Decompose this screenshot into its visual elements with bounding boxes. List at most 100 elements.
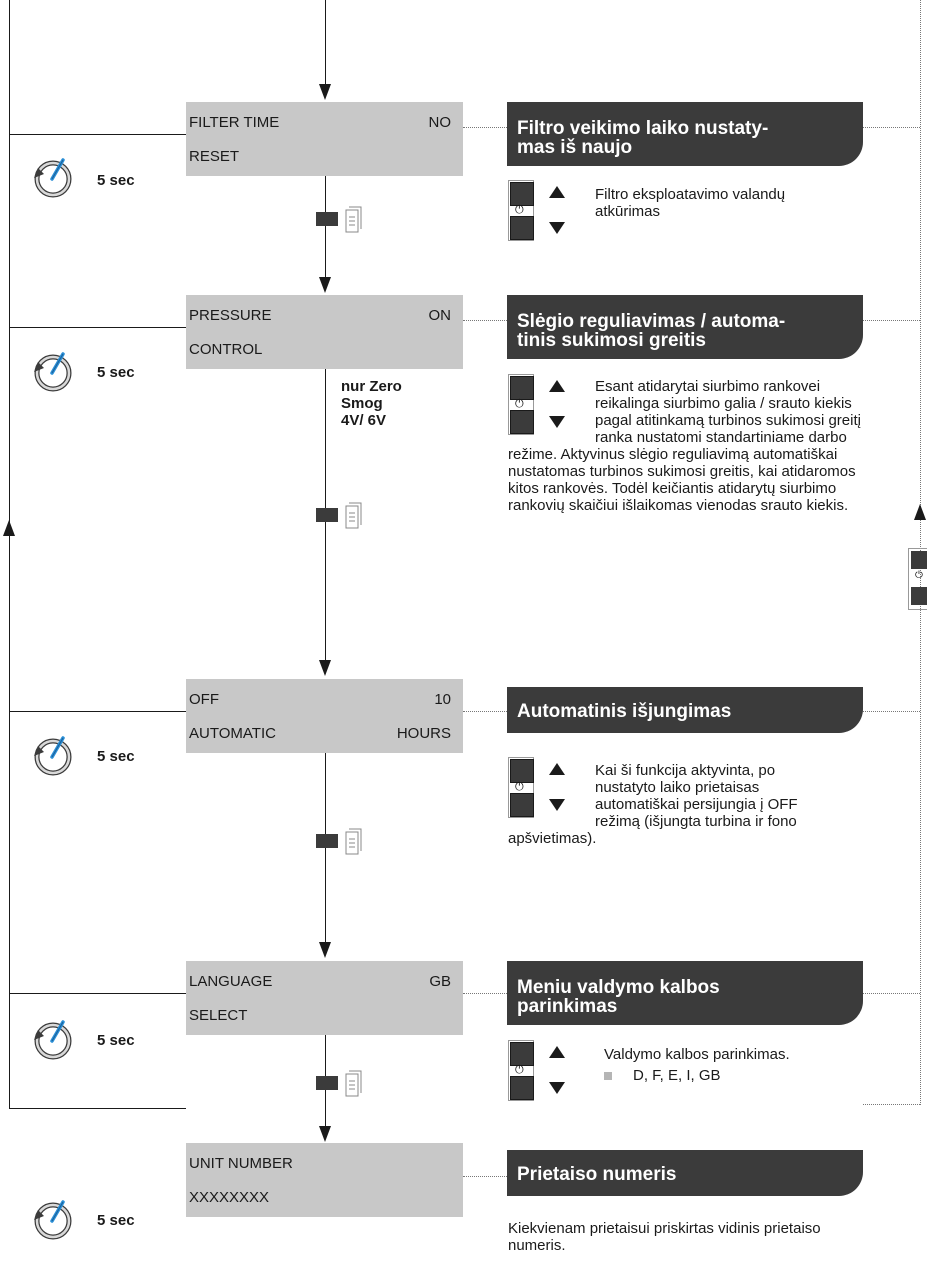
lcd-line2-label: SELECT — [189, 1007, 248, 1024]
lcd-display-filter: FILTER TIME NO RESET — [186, 102, 463, 176]
section-text-language: Valdymo kalbos parinkimas. — [604, 1046, 790, 1063]
lcd-line1-label: LANGUAGE — [189, 973, 273, 990]
connector-dotted — [463, 711, 507, 712]
lcd-line1-label: FILTER TIME — [189, 114, 280, 131]
connector-dotted — [463, 993, 507, 994]
section-text-off: Kai ši funkcija aktyvinta, po nustatyto … — [508, 762, 838, 847]
button-panel: ⏻ — [508, 757, 568, 818]
section-header-off: Automatinis išjungimas — [507, 687, 863, 733]
row-divider — [9, 1108, 186, 1109]
connector-dotted — [863, 993, 920, 994]
section-text-pressure: Esant atidarytai siurbimo rankovei reika… — [508, 378, 868, 514]
document-icon — [316, 826, 364, 858]
section-text: Kai ši funkcija aktyvinta, po nustatyto … — [508, 762, 798, 847]
timer-label: 5 sec — [97, 1212, 135, 1229]
up-button[interactable] — [510, 759, 534, 783]
lcd-line2-label: CONTROL — [189, 341, 263, 358]
flow-arrow-down — [319, 942, 331, 958]
up-button[interactable] — [510, 1042, 534, 1066]
lcd-line1-value: GB — [429, 973, 451, 990]
row-divider — [9, 993, 186, 994]
power-icon: ⏻ — [515, 781, 524, 793]
connector-dotted — [863, 711, 920, 712]
lcd-line1-label: OFF — [189, 691, 219, 708]
power-icon: ⏻ — [515, 204, 524, 216]
down-button[interactable] — [510, 216, 534, 240]
down-arrow-icon — [549, 799, 565, 811]
lcd-line1-label: PRESSURE — [189, 307, 272, 324]
up-button[interactable] — [510, 182, 534, 206]
section-text: Esant atidarytai siurbimo rankovei reika… — [508, 378, 861, 514]
up-arrow-icon — [549, 186, 565, 198]
timer-icon — [30, 348, 76, 394]
document-icon — [316, 500, 364, 532]
timer-label: 5 sec — [97, 748, 135, 765]
connector-dotted — [863, 1104, 920, 1105]
flow-arrow-down — [319, 277, 331, 293]
up-arrow-icon — [549, 763, 565, 775]
flow-arrow-down — [319, 1126, 331, 1142]
down-arrow-icon — [549, 1082, 565, 1094]
section-header-pressure: Slėgio reguliavimas / automa- tinis suki… — [507, 295, 863, 359]
timer-label: 5 sec — [97, 364, 135, 381]
row-divider — [9, 134, 186, 135]
lcd-display-language: LANGUAGE GB SELECT — [186, 961, 463, 1035]
document-icon — [316, 1068, 364, 1100]
lcd-line1-label: UNIT NUMBER — [189, 1155, 293, 1172]
flow-arrow-down — [319, 84, 331, 100]
bullet-square — [604, 1072, 612, 1080]
section-title: Filtro veikimo laiko nustaty- mas iš nau… — [517, 118, 769, 158]
lcd-line2-label: XXXXXXXX — [189, 1189, 270, 1206]
lcd-line1-value: NO — [428, 114, 452, 131]
timer-icon — [30, 1016, 76, 1062]
lcd-line1-value: 10 — [434, 691, 451, 708]
lcd-display-unit: UNIT NUMBER XXXXXXXX — [186, 1143, 463, 1217]
lcd-display-off: OFF 10 AUTOMATIC HOURS — [186, 679, 463, 753]
lcd-line2-label: AUTOMATIC — [189, 725, 276, 742]
connector-dotted — [463, 1176, 507, 1177]
flow-arrow-down — [319, 660, 331, 676]
button-panel: ⏻ — [508, 1040, 568, 1101]
lcd-line2-label: RESET — [189, 148, 240, 165]
right-arrow-up — [914, 504, 926, 520]
row-divider — [9, 711, 186, 712]
lcd-display-pressure: PRESSURE ON CONTROL — [186, 295, 463, 369]
row-divider — [9, 327, 186, 328]
power-icon: ⏻ — [515, 1064, 524, 1076]
section-title: Meniu valdymo kalbos parinkimas — [517, 977, 720, 1017]
button-panel: ⏻ — [508, 180, 568, 241]
section-header-language: Meniu valdymo kalbos parinkimas — [507, 961, 863, 1025]
section-text-unit: Kiekvienam prietaisui priskirtas vidinis… — [508, 1220, 821, 1254]
section-header-filter: Filtro veikimo laiko nustaty- mas iš nau… — [507, 102, 863, 166]
down-button[interactable] — [510, 410, 534, 434]
connector-dotted — [863, 320, 920, 321]
up-button[interactable] — [510, 376, 534, 400]
up-arrow-icon — [549, 1046, 565, 1058]
connector-dotted — [463, 320, 507, 321]
down-button[interactable] — [510, 793, 534, 817]
document-icon — [316, 204, 364, 236]
lcd-line2-value: HOURS — [396, 725, 451, 742]
down-button[interactable] — [510, 1076, 534, 1100]
flow-arrow-up-left — [3, 520, 15, 536]
power-icon: ⏻ — [515, 398, 524, 410]
timer-label: 5 sec — [97, 1032, 135, 1049]
connector-dotted — [863, 127, 920, 128]
flow-line-left — [9, 0, 10, 1109]
flow-line-center-1 — [325, 0, 326, 86]
up-arrow-icon — [549, 380, 565, 392]
down-arrow-icon — [549, 416, 565, 428]
timer-icon — [30, 732, 76, 778]
section-text-filter: Filtro eksploatavimo valandų atkūrimas — [595, 186, 786, 220]
timer-icon — [30, 1196, 76, 1242]
connector-dotted — [463, 127, 507, 128]
model-note: nur Zero Smog 4V/ 6V — [341, 378, 402, 429]
button-panel: ⏻ — [508, 374, 568, 435]
lcd-line1-value: ON — [428, 307, 452, 324]
section-title: Prietaiso numeris — [517, 1164, 677, 1185]
timer-icon — [30, 154, 76, 200]
section-header-unit: Prietaiso numeris — [507, 1150, 863, 1196]
timer-label: 5 sec — [97, 172, 135, 189]
down-arrow-icon — [549, 222, 565, 234]
section-title: Slėgio reguliavimas / automa- tinis suki… — [517, 311, 786, 351]
